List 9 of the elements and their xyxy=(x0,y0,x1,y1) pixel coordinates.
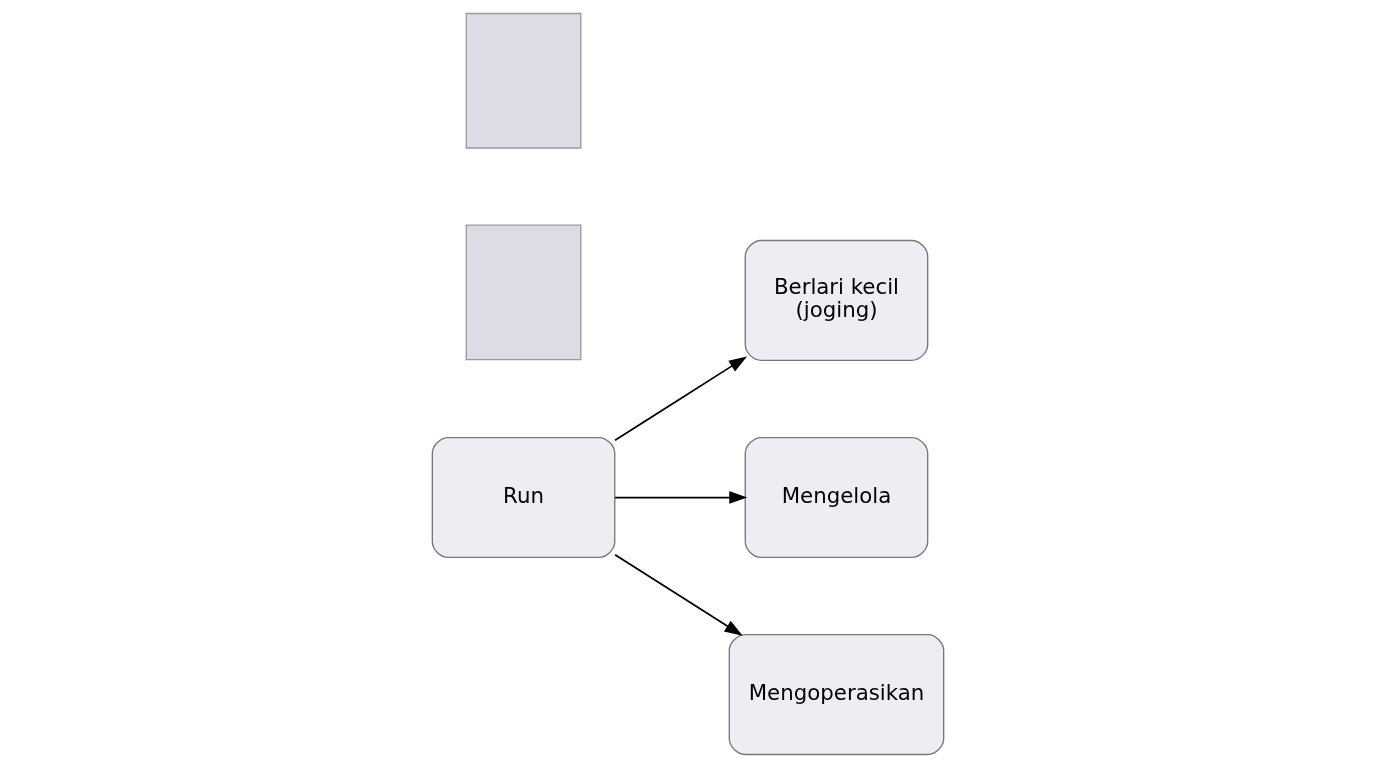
node-box: Mengoperasikan xyxy=(728,634,945,756)
arrow xyxy=(614,356,747,442)
node-box: Mengelola xyxy=(744,436,929,559)
arrow xyxy=(614,491,748,504)
arrow xyxy=(614,553,743,636)
node-box xyxy=(465,12,582,149)
node-box: Berlari kecil (joging) xyxy=(744,239,929,362)
node-box: Run xyxy=(431,436,616,559)
node-box xyxy=(465,224,582,361)
